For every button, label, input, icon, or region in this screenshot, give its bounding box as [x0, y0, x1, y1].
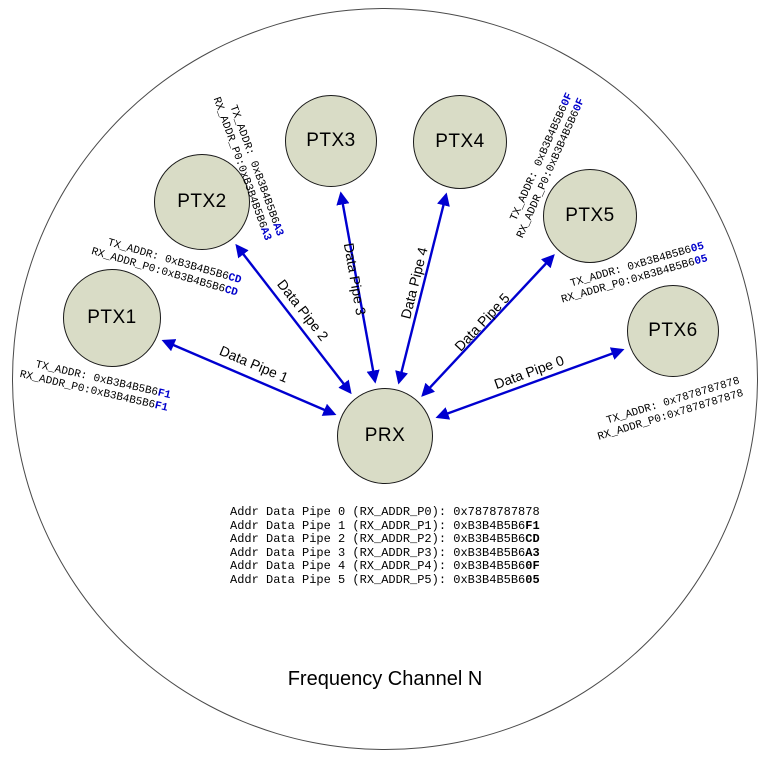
- data-pipe-3-arrow: [336, 191, 380, 384]
- node-ptx2: PTX2: [154, 154, 250, 250]
- frequency-channel-boundary: [12, 8, 758, 750]
- node-prx: PRX: [337, 388, 433, 484]
- node-ptx6: PTX6: [627, 285, 719, 377]
- node-ptx2-label: PTX2: [177, 191, 227, 212]
- pipe-address-row-4: Addr Data Pipe 4 (RX_ADDR_P4): 0xB3B4B5B…: [230, 559, 540, 573]
- pipe-address-row-1: Addr Data Pipe 1 (RX_ADDR_P1): 0xB3B4B5B…: [230, 518, 540, 533]
- node-ptx3: PTX3: [285, 95, 377, 187]
- node-ptx1: PTX1: [63, 269, 161, 367]
- node-ptx3-label: PTX3: [306, 130, 356, 151]
- frequency-channel-label: Frequency Channel N: [287, 668, 483, 690]
- data-pipe-2-arrow: [235, 243, 352, 395]
- pipe-address-row-2: Addr Data Pipe 2 (RX_ADDR_P2): 0xB3B4B5B…: [230, 532, 540, 546]
- node-ptx4: PTX4: [413, 95, 507, 189]
- data-pipe-1-arrow: [161, 339, 337, 416]
- node-ptx1-label: PTX1: [87, 307, 137, 328]
- node-ptx5: PTX5: [543, 169, 637, 263]
- pipe-address-row-3: Addr Data Pipe 3 (RX_ADDR_P3): 0xB3B4B5B…: [230, 545, 540, 560]
- node-ptx5-label: PTX5: [565, 205, 615, 226]
- pipe-address-row-0: Addr Data Pipe 0 (RX_ADDR_P0): 0x7878787…: [230, 505, 540, 519]
- pipe-address-table: Addr Data Pipe 0 (RX_ADDR_P0): 0x7878787…: [230, 505, 540, 587]
- node-prx-label: PRX: [364, 425, 406, 446]
- node-ptx6-label: PTX6: [648, 320, 698, 341]
- data-pipe-0-arrow: [435, 347, 625, 420]
- node-ptx4-label: PTX4: [435, 131, 485, 152]
- pipe-address-row-5: Addr Data Pipe 5 (RX_ADDR_P5): 0xB3B4B5B…: [230, 572, 540, 587]
